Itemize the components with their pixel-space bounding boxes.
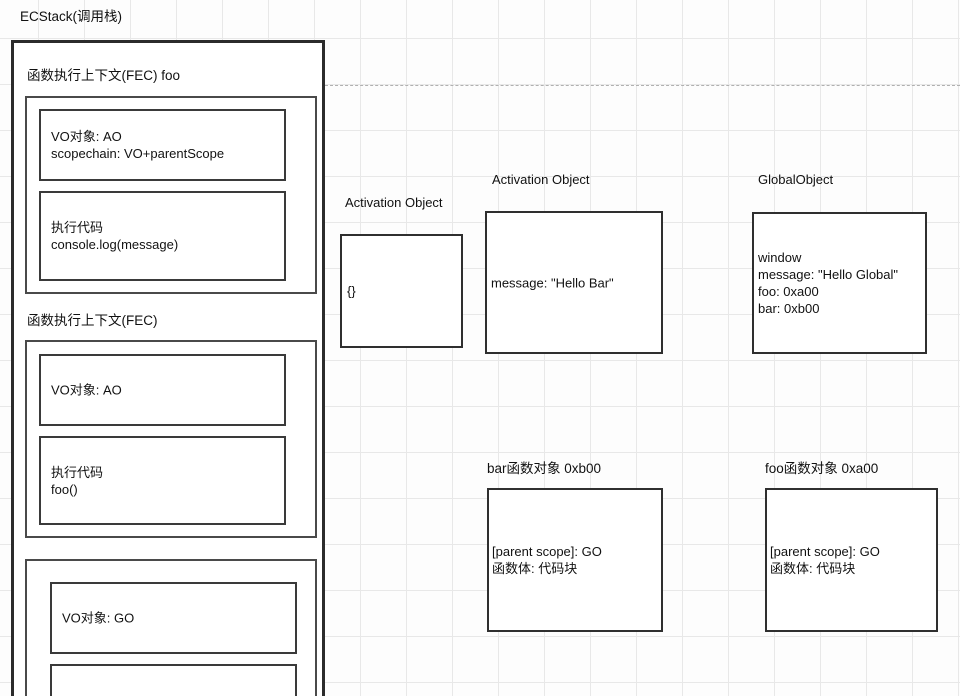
activation-object-1-label: Activation Object (345, 195, 443, 210)
fec-foo-vo-text: VO对象: AO scopechain: VO+parentScope (51, 129, 225, 161)
activation-object-1-box: {} (340, 234, 463, 348)
gec-code-box (50, 664, 297, 696)
foo-function-object-text: [parent scope]: GO 函数体: 代码块 (770, 544, 880, 576)
activation-object-1-text: {} (347, 283, 356, 299)
global-object-text: window message: "Hello Global" foo: 0xa0… (758, 250, 899, 316)
activation-object-2-label: Activation Object (492, 172, 590, 187)
fec-foo-panel: VO对象: AO scopechain: VO+parentScope 执行代码… (25, 96, 317, 294)
global-object-label: GlobalObject (758, 172, 834, 187)
foo-function-object-label: foo函数对象 0xa00 (765, 461, 879, 476)
fec-bar-code-box: 执行代码 foo() (39, 436, 286, 525)
activation-object-2-box: message: "Hello Bar" (485, 211, 663, 354)
ecstack-title: ECStack(调用栈) (20, 9, 123, 24)
gec-vo-text: VO对象: GO (62, 610, 135, 626)
fec-foo-label: 函数执行上下文(FEC) foo (27, 68, 181, 83)
dashed-guide-line (325, 85, 960, 86)
bar-function-object-box: [parent scope]: GO 函数体: 代码块 (487, 488, 663, 632)
fec-bar-label: 函数执行上下文(FEC) (27, 313, 158, 328)
fec-bar-vo-text: VO对象: AO (51, 382, 122, 398)
gec-vo-box: VO对象: GO (50, 582, 297, 654)
ecstack-container: 函数执行上下文(FEC) foo VO对象: AO scopechain: VO… (11, 40, 325, 696)
foo-function-object-box: [parent scope]: GO 函数体: 代码块 (765, 488, 938, 632)
gec-panel: VO对象: GO (25, 559, 317, 696)
fec-foo-code-box: 执行代码 console.log(message) (39, 191, 286, 281)
bar-function-object-label: bar函数对象 0xb00 (487, 461, 602, 476)
fec-bar-panel: VO对象: AO 执行代码 foo() (25, 340, 317, 538)
bar-function-object-text: [parent scope]: GO 函数体: 代码块 (492, 544, 602, 576)
global-object-box: window message: "Hello Global" foo: 0xa0… (752, 212, 927, 354)
fec-bar-code-text: 执行代码 foo() (51, 464, 104, 497)
fec-foo-vo-box: VO对象: AO scopechain: VO+parentScope (39, 109, 286, 181)
fec-foo-code-text: 执行代码 console.log(message) (51, 220, 179, 252)
activation-object-2-text: message: "Hello Bar" (491, 275, 614, 290)
fec-bar-vo-box: VO对象: AO (39, 354, 286, 426)
